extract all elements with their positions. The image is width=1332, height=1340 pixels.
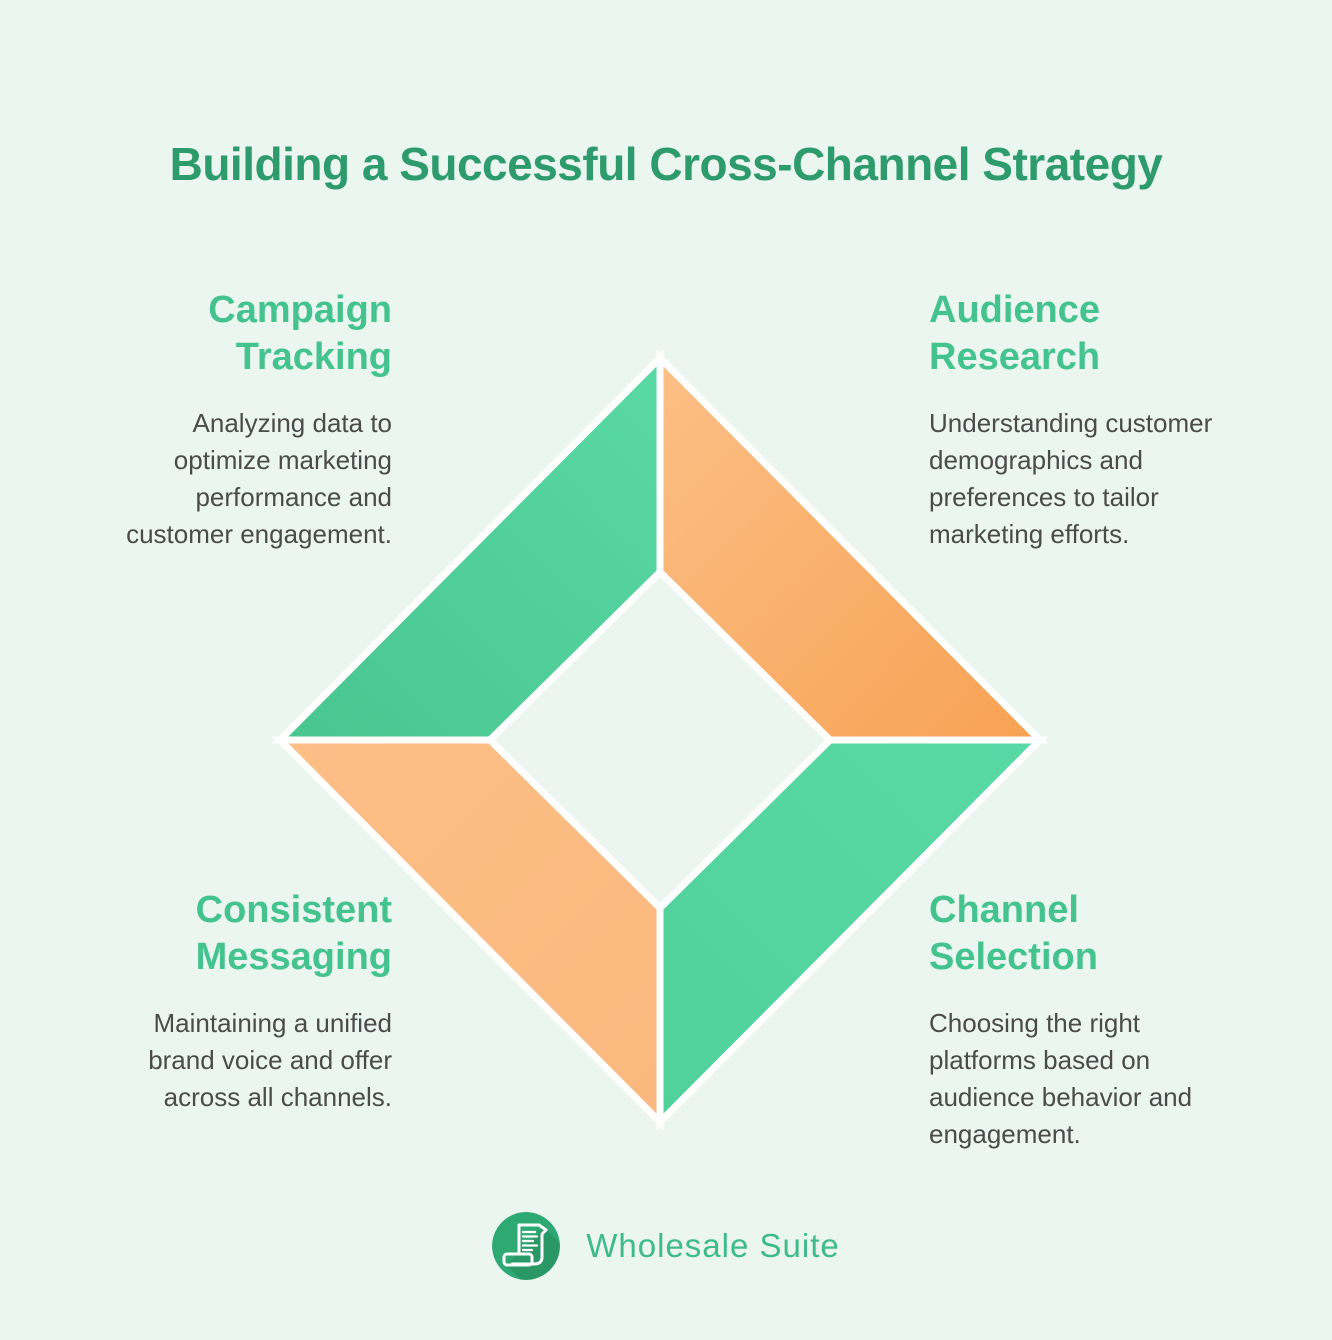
page-title: Building a Successful Cross-Channel Stra… bbox=[169, 138, 1163, 190]
scroll-icon bbox=[492, 1212, 561, 1280]
brand-name: Wholesale Suite bbox=[586, 1227, 840, 1264]
brand-footer: Wholesale Suite bbox=[0, 1212, 1332, 1280]
